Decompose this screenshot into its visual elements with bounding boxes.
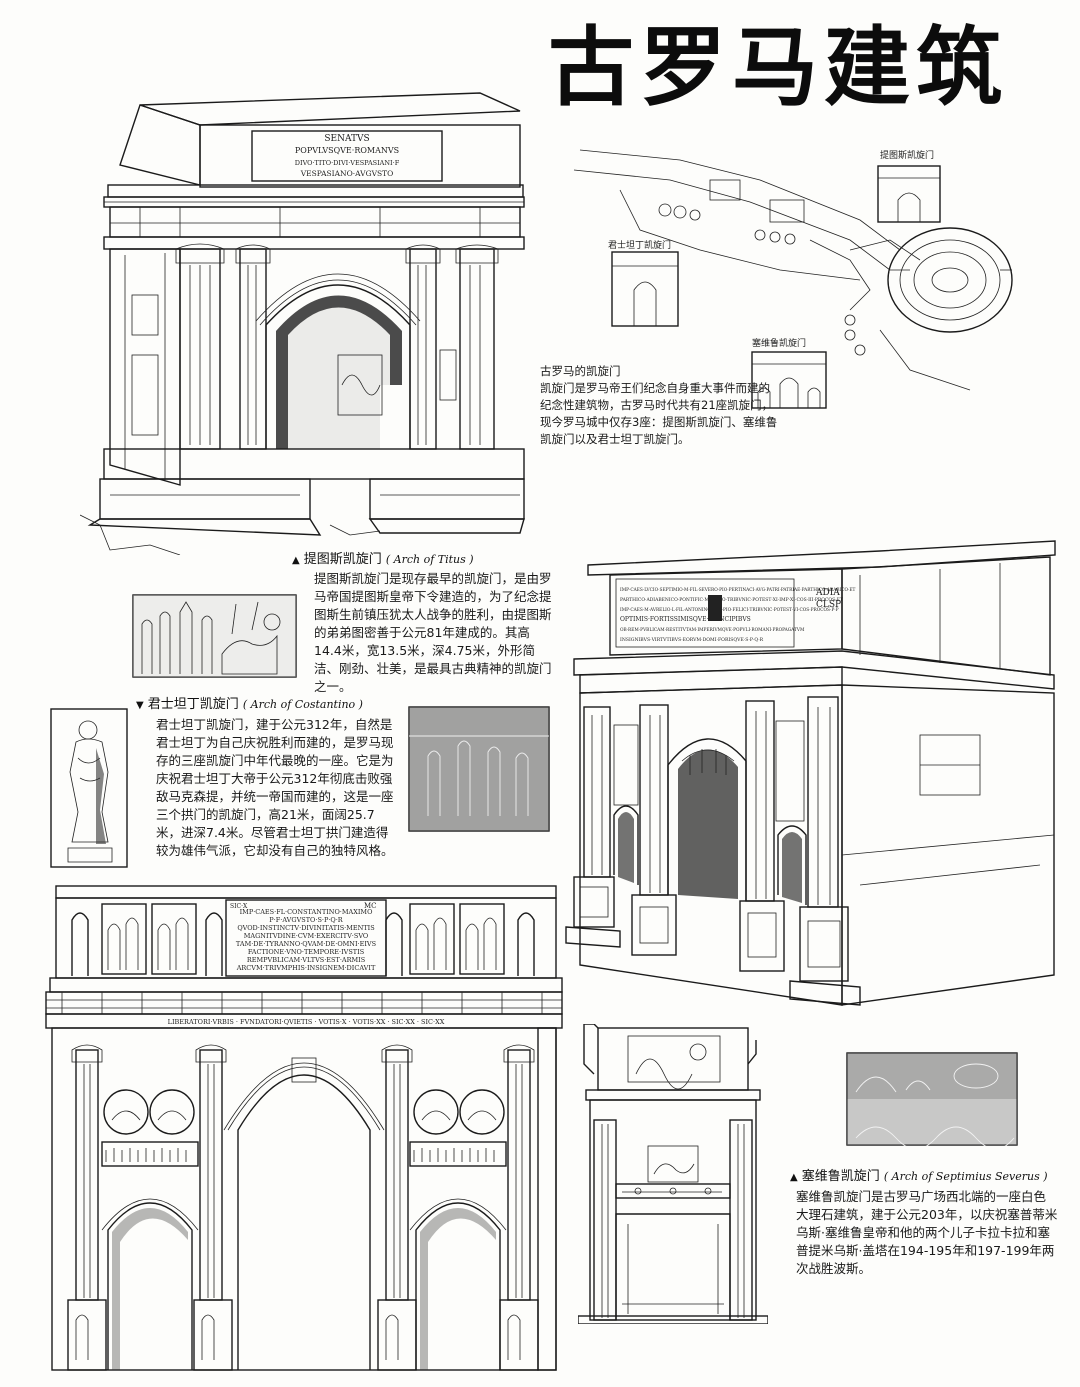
constantine-inscription-line-7: REMPVBLICAM·VLTVS·EST·ARMIS bbox=[247, 956, 365, 964]
severus-inscription-line-5: OB·REM·PVBLICAM·RESTITVTAM·IMPERIVMQVE·P… bbox=[620, 628, 805, 633]
constantine-attic-corner-right: MC bbox=[364, 902, 377, 910]
titus-inscription-line-4: VESPASIANO·AVGVSTO bbox=[300, 169, 394, 178]
dacian-statue-sketch bbox=[50, 708, 128, 868]
titus-heading-cn: 提图斯凯旋门 bbox=[303, 552, 382, 567]
severus-description: 塞维鲁凯旋门是古罗马广场西北端的一座白色大理石建筑，建于公元203年，以庆祝塞普… bbox=[796, 1189, 1058, 1276]
constantine-inscription-line-8: ARCVM·TRIVMPHIS·INSIGNEM·DICAVIT bbox=[236, 964, 376, 972]
titus-heading-en: ( Arch of Titus ) bbox=[385, 553, 474, 566]
severus-relief-panel bbox=[846, 1052, 1018, 1146]
map-label-titus: 提图斯凯旋门 bbox=[880, 149, 934, 161]
intro-note: 古罗马的凯旋门 凯旋门是罗马帝王们纪念自身重大事件而建的纪念性建筑物，古罗马时代… bbox=[540, 363, 780, 448]
constantine-attic-bottom: LIBERATORI·VRBIS · FVNDATORI·QVIETIS · V… bbox=[168, 1018, 445, 1026]
constantine-description: 君士坦丁凯旋门，建于公元312年，自然是君士坦丁为自己庆祝胜利而建的，是罗马现存… bbox=[156, 717, 394, 858]
constantine-attic-corner-left: SIC·X bbox=[230, 903, 248, 910]
severus-inscription-line-2: PARTHICO·ADIABENICO·PONTIFIC·MAXIMO·TRIB… bbox=[620, 597, 843, 603]
constantine-inscription-line-5: TAM·DE·TYRANNO·QVAM·DE·OMNI·EIVS bbox=[236, 940, 376, 948]
severus-heading-cn: 塞维鲁凯旋门 bbox=[801, 1169, 880, 1184]
constantine-inscription-line-4: MAGNITVDINE·CVM·EXERCITV·SVO bbox=[244, 932, 369, 940]
constantine-heading-cn: 君士坦丁凯旋门 bbox=[147, 697, 239, 712]
titus-heading: ▲提图斯凯旋门 ( Arch of Titus ) bbox=[292, 551, 474, 570]
severus-inscription-line-3: IMP·CAES·M·AVRELIO·L·FIL·ANTONINO·AVG·PI… bbox=[620, 608, 839, 613]
constantine-inscription-line-1: IMP·CAES·FL·CONSTANTINO·MAXIMO bbox=[240, 908, 373, 916]
arch-of-severus-drawing: IMP·CAES·LVCIO·SEPTIMIO·M·FIL·SEVERO·PIO… bbox=[565, 540, 1056, 1006]
arch-of-constantine-drawing: SIC·X MC IMP·CAES·FL·CONSTANTINO·MAXIMO … bbox=[45, 885, 563, 1371]
titus-relief-panel bbox=[132, 594, 297, 678]
arch-of-titus-drawing: SENATVS POPVLVSQVE·ROMANVS DIVO·TITO·DIV… bbox=[80, 92, 525, 555]
constantine-inscription-line-3: QVOD·INSTINCTV·DIVINITATIS·MENTIS bbox=[237, 924, 374, 932]
severus-inscription-line-4: OPTIMIS·FORTISSIMISQVE·PRINCIPIBVS bbox=[620, 616, 751, 623]
severus-inscription-line-1: IMP·CAES·LVCIO·SEPTIMIO·M·FIL·SEVERO·PIO… bbox=[620, 588, 856, 593]
constantine-inscription-line-6: FACTIONE·VNO·TEMPORE·IVSTIS bbox=[248, 948, 364, 956]
constantine-relief-panel bbox=[408, 706, 550, 832]
titus-inscription-line-3: DIVO·TITO·DIVI·VESPASIANI·F bbox=[295, 159, 400, 167]
map-label-constantine: 君士坦丁凯旋门 bbox=[608, 239, 671, 251]
intro-text: 凯旋门是罗马帝王们纪念自身重大事件而建的纪念性建筑物，古罗马时代共有21座凯旋门… bbox=[540, 381, 778, 446]
triangle-marker-icon-2: ▲ bbox=[790, 1172, 798, 1183]
forum-map-sketch: 提图斯凯旋门 君士坦丁凯旋门 塞维鲁凯旋门 bbox=[573, 149, 1013, 409]
map-label-severus: 塞维鲁凯旋门 bbox=[752, 337, 806, 349]
titus-inscription-line-2: POPVLVSQVE·ROMANVS bbox=[295, 146, 399, 155]
page-title: 古罗马建筑 bbox=[548, 17, 1008, 118]
severus-inscription-line-6: INSIGNIBVS·VIRTVTIBVS·EORVM·DOMI·FORISQV… bbox=[620, 637, 764, 643]
severus-heading-en: ( Arch of Septimius Severus ) bbox=[883, 1170, 1048, 1183]
severus-heading: ▲塞维鲁凯旋门 ( Arch of Septimius Severus ) bbox=[790, 1168, 1048, 1187]
constantine-heading-en: ( Arch of Costantino ) bbox=[242, 698, 363, 711]
triangle-down-marker-icon: ▼ bbox=[136, 700, 144, 711]
constantine-inscription-line-2: P·F·AVGVSTO·S·P·Q·R bbox=[269, 916, 344, 924]
titus-description: 提图斯凯旋门是现存最早的凯旋门，是由罗马帝国提图斯皇帝下令建造的，为了纪念提图斯… bbox=[314, 571, 552, 694]
constantine-heading: ▼君士坦丁凯旋门 ( Arch of Costantino ) bbox=[136, 696, 363, 715]
triangle-marker-icon: ▲ bbox=[292, 555, 300, 566]
severus-elevation-drawing bbox=[578, 1024, 768, 1324]
severus-attic-side-1: ADIA bbox=[815, 588, 840, 598]
intro-heading: 古罗马的凯旋门 bbox=[540, 364, 621, 378]
severus-attic-side-2: CLSP bbox=[816, 600, 841, 610]
titus-inscription-line-1: SENATVS bbox=[324, 134, 369, 144]
